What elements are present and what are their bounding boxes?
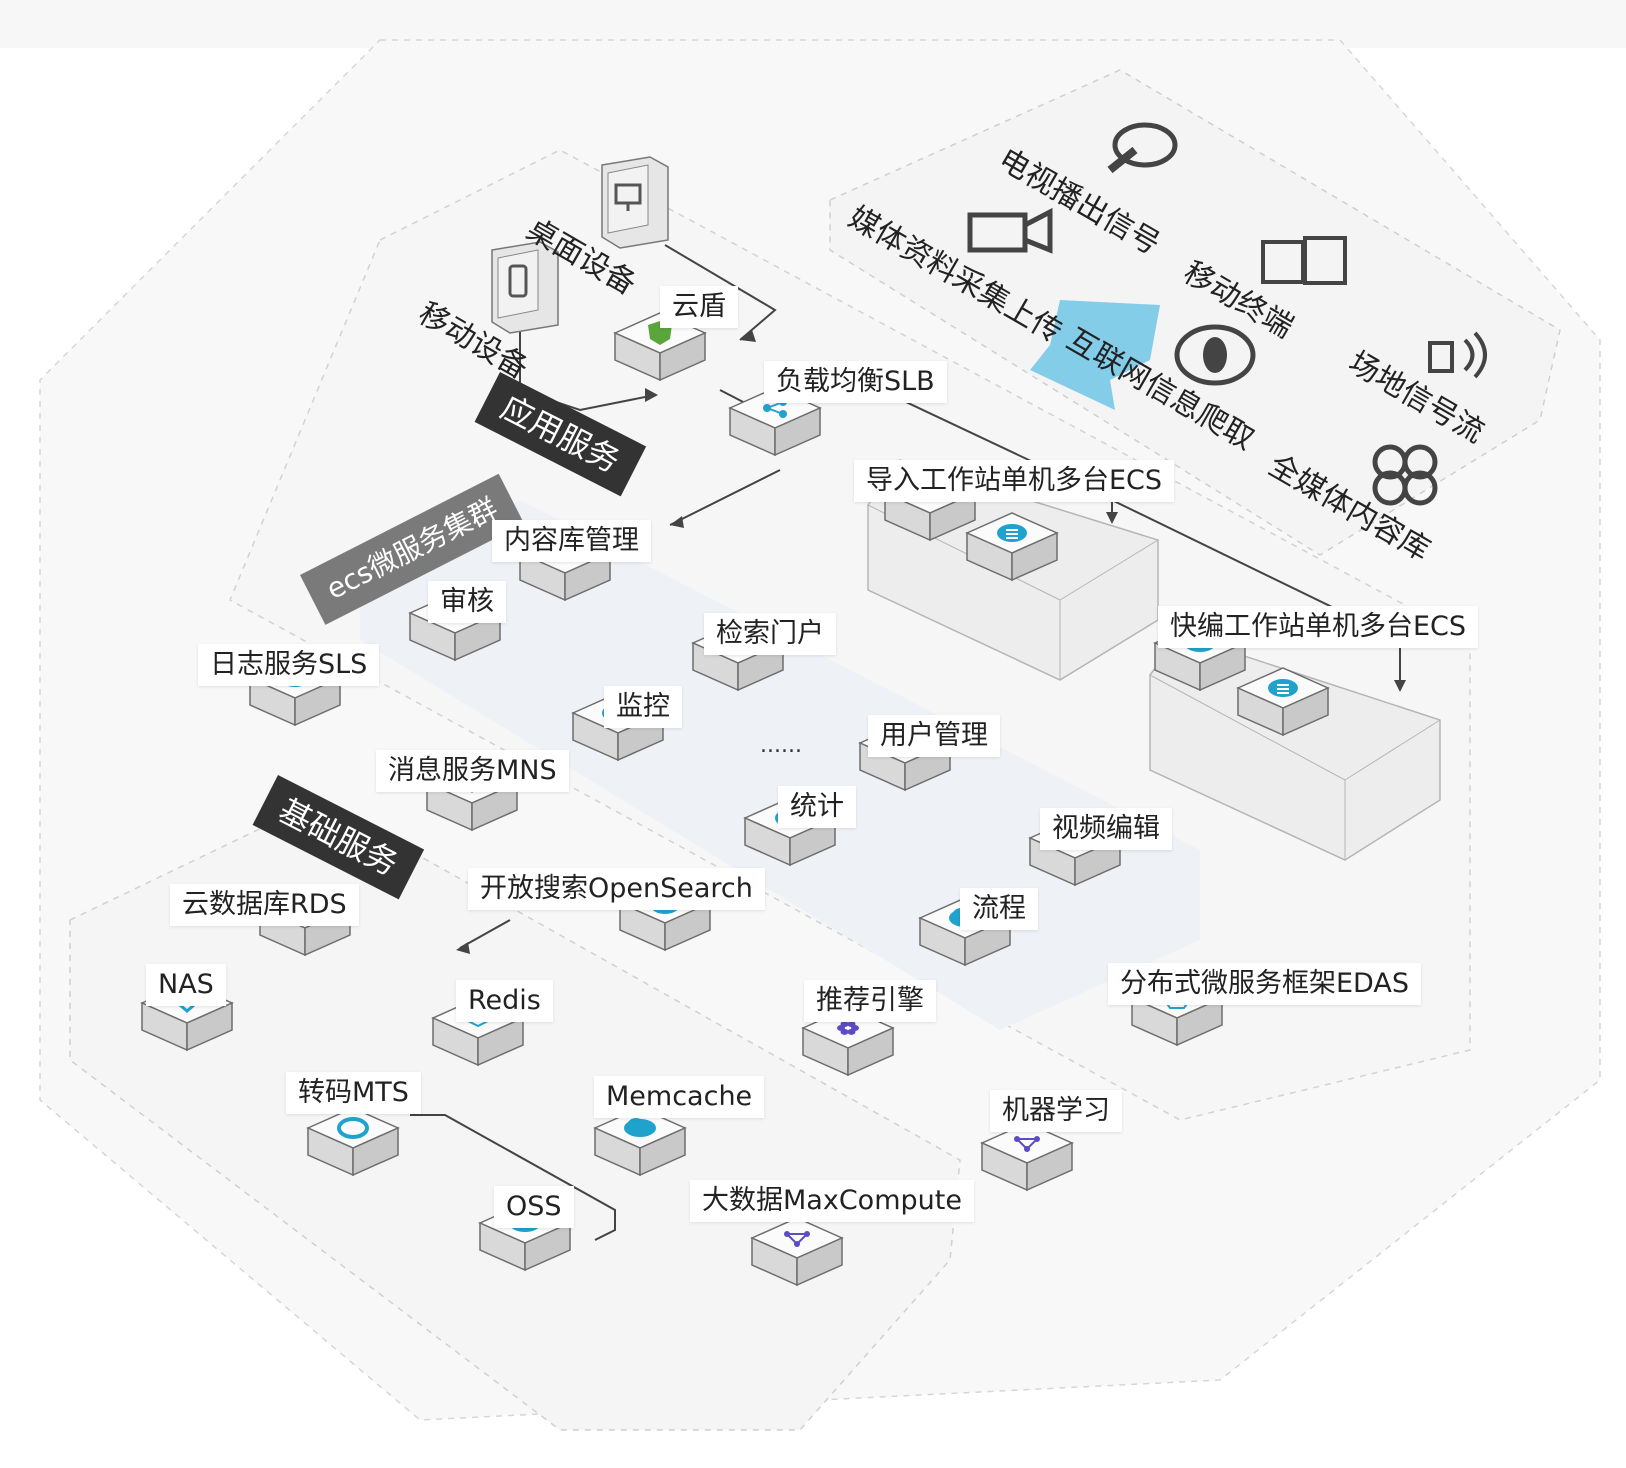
node-icon [784, 1231, 810, 1247]
edas-label: 分布式微服务框架EDAS [1108, 963, 1421, 1005]
tv-signal-icon [1107, 122, 1178, 174]
input-arrow [1030, 300, 1160, 410]
redis-label: Redis [456, 980, 553, 1022]
mouse-icon [1174, 324, 1256, 386]
yundun-label: 云盾 [660, 286, 738, 328]
ring-icon [337, 1117, 369, 1139]
db-icon [1268, 679, 1298, 697]
source-area [829, 69, 1561, 556]
import-ecs-node-2[interactable] [962, 505, 1062, 585]
content-mgmt-label: 内容库管理 [492, 520, 651, 562]
node-icon [1014, 1136, 1040, 1152]
camera-icon [967, 207, 1053, 254]
mns-label: 消息服务MNS [376, 750, 569, 792]
memcache-label: Memcache [594, 1076, 765, 1118]
db-icon [997, 524, 1027, 542]
maxcompute-label: 大数据MaxCompute [690, 1180, 974, 1222]
flow-label: 流程 [960, 888, 1038, 930]
mts-node[interactable] [303, 1100, 403, 1180]
audit-label: 审核 [428, 581, 506, 623]
arrow-heads [456, 330, 1406, 954]
recommend-label: 推荐引擎 [804, 980, 936, 1022]
ellipsis-text: ...... [760, 733, 802, 758]
base-layer [69, 799, 961, 1431]
ml-node[interactable] [977, 1115, 1077, 1195]
mobile-device-icon [491, 241, 559, 334]
rds-label: 云数据库RDS [170, 884, 359, 926]
mobile-terminal-icon [1261, 236, 1347, 285]
nas-label: NAS [146, 964, 226, 1006]
star-icon [837, 1021, 859, 1035]
quick-ecs-node-2[interactable] [1233, 660, 1333, 740]
slb-label: 负载均衡SLB [764, 361, 947, 403]
ml-label: 机器学习 [990, 1090, 1122, 1132]
maxcompute-node[interactable] [747, 1210, 847, 1290]
all-media-lib-icon [1372, 444, 1438, 506]
user-mgmt-label: 用户管理 [868, 715, 1000, 757]
cloud-icon [624, 1118, 656, 1137]
quick-ecs-label: 快编工作站单机多台ECS [1158, 606, 1479, 648]
venue-signal-icon [1428, 331, 1487, 379]
log-sls-label: 日志服务SLS [198, 644, 380, 686]
mts-label: 转码MTS [286, 1072, 421, 1114]
video-edit-label: 视频编辑 [1040, 808, 1172, 850]
import-ecs-label: 导入工作站单机多台ECS [854, 460, 1175, 502]
opensearch-label: 开放搜索OpenSearch [468, 868, 765, 910]
stats-label: 统计 [778, 786, 856, 828]
search-portal-label: 检索门户 [704, 613, 836, 655]
oss-label: OSS [494, 1186, 574, 1228]
desktop-device-icon [601, 156, 669, 249]
monitor-label: 监控 [604, 686, 682, 728]
